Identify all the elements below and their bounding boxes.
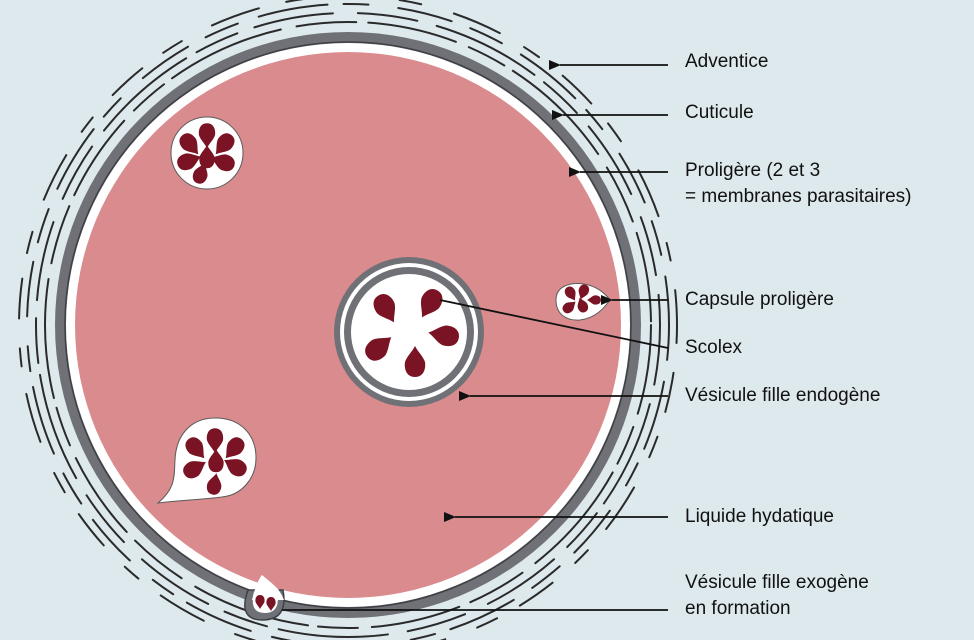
label-adventice: Adventice [685, 51, 768, 73]
label-cuticule: Cuticule [685, 102, 754, 124]
label-proligere-line1: Proligère (2 et 3 [685, 160, 820, 182]
label-vesicule-exogene-line2: en formation [685, 598, 791, 620]
brood-capsule-top-left [171, 117, 243, 189]
label-capsule-proligere: Capsule proligère [685, 289, 834, 311]
label-liquide-hydatique: Liquide hydatique [685, 506, 834, 528]
label-proligere-line2: = membranes parasitaires) [685, 186, 912, 208]
endogenous-daughter-vesicle [334, 257, 484, 407]
label-vesicule-endogene: Vésicule fille endogène [685, 385, 880, 407]
label-scolex: Scolex [685, 337, 742, 359]
label-vesicule-exogene-line1: Vésicule fille exogène [685, 572, 869, 594]
